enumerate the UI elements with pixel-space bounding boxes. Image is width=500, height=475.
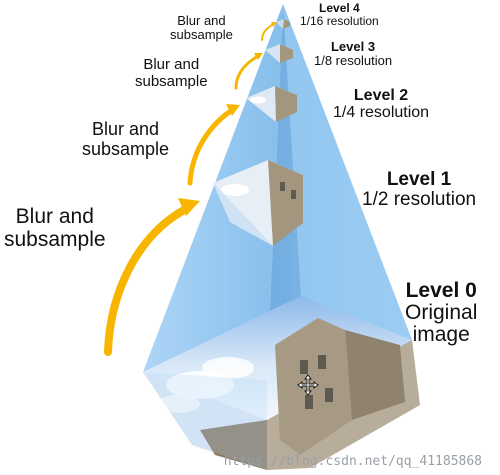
blur-label-level-4-line2: subsample	[170, 27, 233, 43]
blur-label-level-2-line1: Blur and	[92, 119, 160, 139]
blur-label-level-4: Blur and subsample	[170, 13, 233, 43]
blur-label-level-2: Blur and subsample	[82, 119, 170, 160]
watermark-url: https://blog.csdn.net/qq_41185868	[223, 454, 482, 469]
arrow-level-2-to-3	[234, 54, 260, 90]
level-1-label: Level 1 1/2 resolution	[362, 170, 476, 210]
arrowhead-level-3	[254, 53, 263, 60]
level-3-resolution: 1/8 resolution	[314, 52, 393, 68]
blur-label-level-3-line1: Blur and	[143, 56, 200, 73]
level-3-title: Level 3	[330, 39, 376, 54]
level-1-title: Level 1	[386, 169, 452, 190]
arrowhead-level-2	[226, 104, 240, 116]
blur-label-level-1-line2: subsample	[4, 228, 106, 252]
level-4-resolution: 1/16 resolution	[300, 13, 379, 28]
level-0-title: Level 0	[405, 279, 477, 302]
level-2-image	[246, 86, 297, 122]
level-0-image	[143, 296, 420, 470]
level-4-image	[276, 19, 290, 29]
level-0-desc-line1: Original	[405, 301, 478, 325]
blur-label-level-4-line1: Blur and	[177, 13, 226, 28]
move-cursor-icon	[297, 374, 319, 396]
blur-label-level-3-line2: subsample	[135, 72, 208, 90]
blur-label-level-2-line2: subsample	[82, 138, 170, 159]
subsample-arrowheads	[178, 22, 277, 216]
level-2-resolution: 1/4 resolution	[333, 103, 430, 121]
blur-label-level-1-line1: Blur and	[15, 205, 94, 228]
level-1-image	[213, 160, 303, 246]
arrowhead-level-1	[178, 198, 200, 216]
blur-label-level-3: Blur and subsample	[135, 56, 208, 90]
level-3-image	[265, 44, 293, 63]
level-2-title: Level 2	[353, 87, 409, 104]
pyramid-back-face	[283, 4, 412, 340]
level-4-title: Level 4	[319, 1, 360, 15]
blur-label-level-1: Blur and subsample	[4, 205, 106, 251]
level-4-label: Level 4 1/16 resolution	[300, 2, 379, 27]
level-0-label: Level 0 Original image	[405, 279, 478, 347]
arrow-level-1-to-2	[187, 107, 235, 186]
subsample-arrows	[104, 23, 275, 356]
level-1-resolution: 1/2 resolution	[362, 188, 477, 210]
level-2-label: Level 2 1/4 resolution	[333, 87, 430, 122]
level-3-label: Level 3 1/8 resolution	[314, 40, 392, 67]
arrowhead-level-4	[271, 22, 277, 27]
arrow-level-0-to-1	[104, 204, 192, 356]
level-0-desc-line2: image	[412, 323, 470, 347]
